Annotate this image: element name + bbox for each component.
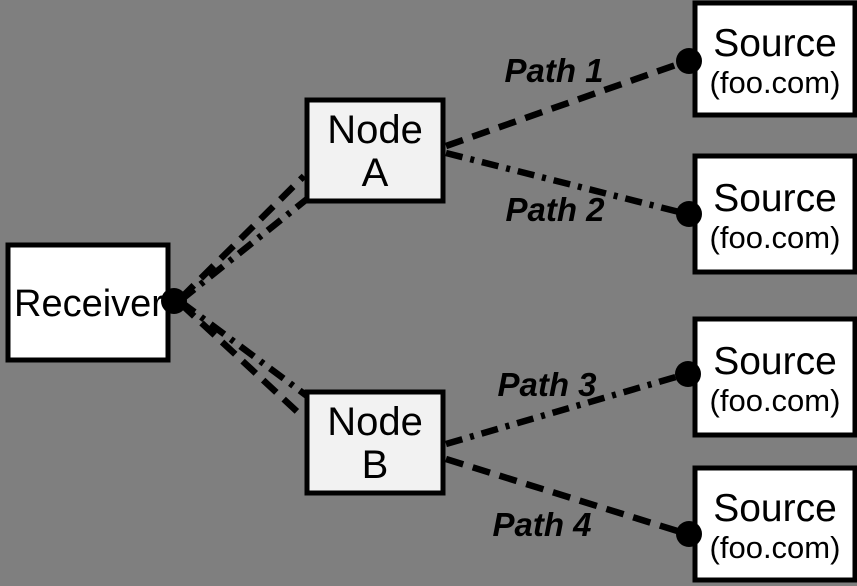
path3-line <box>445 370 687 448</box>
source-2-domain: (foo.com) <box>710 220 841 255</box>
link-receiver-node-a-path2 <box>178 196 310 303</box>
node-a-label-line1: Node <box>327 108 423 152</box>
node-a-box <box>304 97 446 204</box>
path4-label: Path 4 <box>492 506 591 543</box>
source-3-label: Source <box>713 340 837 383</box>
source-2-connector-dot <box>676 201 702 227</box>
source-box-2 <box>692 153 857 275</box>
link-receiver-node-b-path4 <box>178 301 307 421</box>
path3-label: Path 3 <box>497 366 596 403</box>
source-1-connector-dot <box>676 48 702 74</box>
source-4-label: Source <box>713 487 837 530</box>
path1-line <box>444 57 689 150</box>
node-b-label-line1: Node <box>327 400 423 444</box>
source-box-1 <box>692 0 857 118</box>
source-box-3 <box>692 316 857 438</box>
source-3-domain: (foo.com) <box>710 383 841 418</box>
node-a-label-line2: A <box>362 151 389 195</box>
source-4-connector-dot <box>676 521 702 547</box>
receiver-box <box>5 242 171 363</box>
path2-line <box>445 149 688 218</box>
receiver-label: Receiver <box>14 283 164 325</box>
path4-line <box>445 455 688 538</box>
path1-label: Path 1 <box>504 52 603 89</box>
source-1-domain: (foo.com) <box>710 65 841 100</box>
link-receiver-node-b-path3 <box>179 299 309 399</box>
path2-label: Path 2 <box>505 191 605 228</box>
receiver-arrowhead-dot <box>161 288 187 314</box>
source-3-connector-dot <box>675 361 701 387</box>
node-b-box <box>304 389 446 496</box>
source-4-domain: (foo.com) <box>710 530 841 565</box>
source-1-label: Source <box>713 22 837 65</box>
source-2-label: Source <box>713 177 837 220</box>
source-box-4 <box>692 465 857 583</box>
link-receiver-node-a-path1 <box>178 173 307 301</box>
node-b-label-line2: B <box>362 443 389 487</box>
